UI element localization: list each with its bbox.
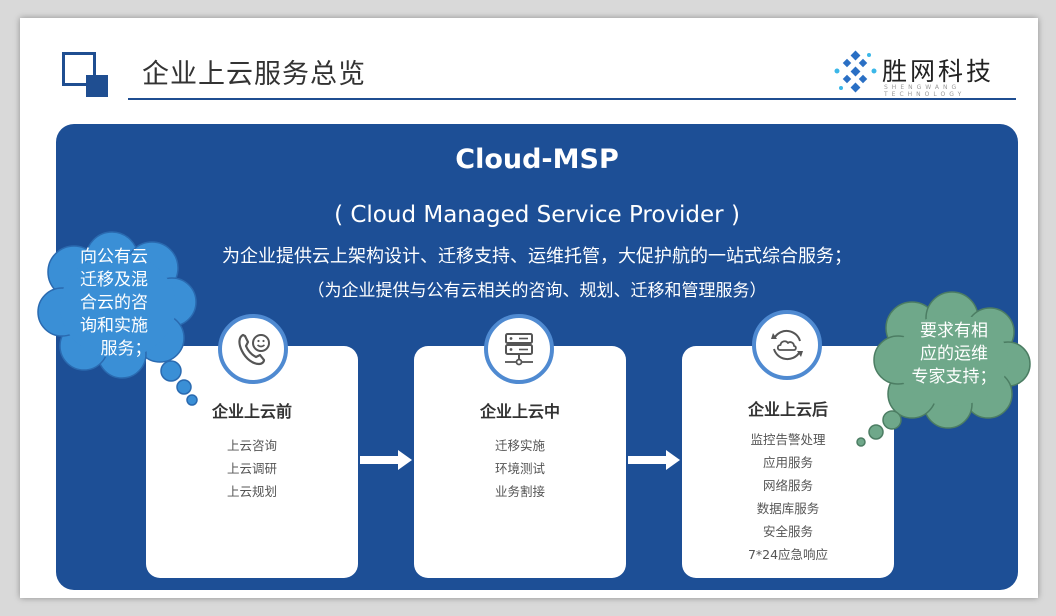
service-panel: Cloud-MSP ( Cloud Managed Service Provid… (56, 124, 1018, 590)
card-item: 上云咨询 (226, 438, 277, 453)
card-item: 网络服务 (762, 478, 813, 493)
title-decoration-icon (62, 52, 96, 86)
panel-headline: Cloud-MSP (455, 144, 619, 175)
brand-logo: 胜网科技 SHENGWANG TECHNOLOGY (834, 48, 1014, 98)
cloud-sync-icon (752, 310, 822, 380)
panel-subtitle: ( Cloud Managed Service Provider ) (334, 202, 740, 228)
bubble-line: 要求有相 (920, 321, 988, 341)
card-item: 数据库服务 (756, 501, 820, 516)
card-item: 监控告警处理 (750, 432, 826, 447)
slide: 企业上云服务总览 胜网科技 SHENGWANG TECHNOLOGY (20, 18, 1038, 598)
card-title: 企业上云后 (747, 400, 828, 419)
bubble-line: 向公有云 (80, 247, 148, 267)
panel-description-secondary: （为企业提供与公有云相关的咨询、规划、迁移和管理服务） (307, 281, 767, 301)
card-item: 上云规划 (226, 484, 277, 499)
page-title: 企业上云服务总览 (142, 59, 366, 90)
brand-mark-icon (834, 50, 877, 93)
brand-subtitle: SHENGWANG TECHNOLOGY (884, 84, 966, 98)
thought-bubble-right (856, 291, 1031, 447)
thought-bubble-left (37, 231, 198, 406)
title-divider (128, 98, 1016, 100)
brand-name: 胜网科技 (882, 57, 995, 86)
title-decoration-square (86, 75, 108, 97)
card-items: 迁移实施 环境测试 业务割接 (414, 434, 626, 503)
right-bubble-text: 要求有相 应的运维 专家支持； (902, 320, 1006, 389)
card-items: 监控告警处理 应用服务 网络服务 数据库服务 安全服务 7*24应急响应 (682, 428, 894, 566)
card-item: 7*24应急响应 (747, 547, 829, 562)
server-icon (484, 314, 554, 384)
bubble-line: 专家支持； (911, 367, 997, 387)
bubble-line: 迁移及混 (80, 270, 148, 290)
bubble-line: 应的运维 (920, 344, 988, 364)
card-item: 环境测试 (494, 461, 545, 476)
arrow-right-icon (628, 450, 680, 470)
bubble-line: 服务； (100, 339, 152, 359)
bubble-line: 询和实施 (80, 316, 148, 336)
left-bubble-text: 向公有云 迁移及混 合云的咨 询和实施 服务； (58, 246, 170, 361)
panel-description: 为企业提供云上架构设计、迁移支持、运维托管，大促护航的一站式综合服务； (222, 246, 852, 267)
card-item: 业务割接 (494, 484, 545, 499)
card-during-cloud: 企业上云中 迁移实施 环境测试 业务割接 (414, 346, 626, 578)
card-item: 上云调研 (226, 461, 277, 476)
bubble-line: 合云的咨 (80, 293, 148, 313)
phone-smile-icon (218, 314, 288, 384)
card-title: 企业上云前 (211, 402, 292, 421)
card-item: 安全服务 (762, 524, 813, 539)
card-after-cloud: 企业上云后 监控告警处理 应用服务 网络服务 数据库服务 安全服务 7*24应急… (682, 346, 894, 578)
card-items: 上云咨询 上云调研 上云规划 (146, 434, 358, 503)
card-title: 企业上云中 (479, 402, 560, 421)
arrow-right-icon (360, 450, 412, 470)
card-item: 应用服务 (762, 455, 813, 470)
card-item: 迁移实施 (494, 438, 545, 453)
